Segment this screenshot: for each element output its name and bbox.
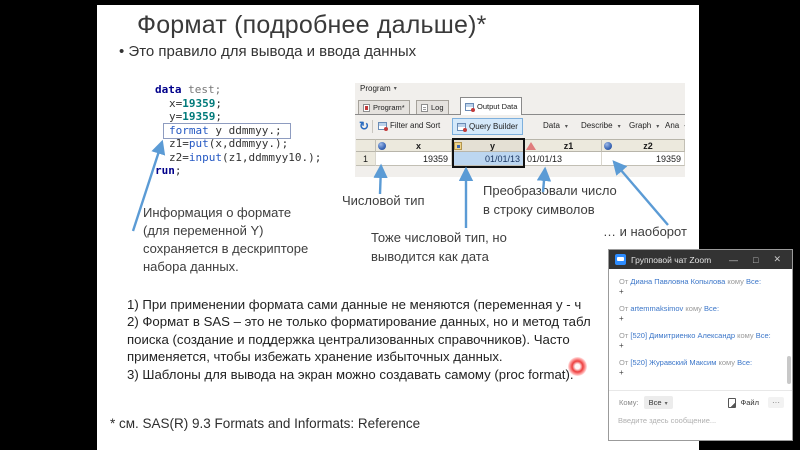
code-line: y=19359; <box>169 110 222 123</box>
chat-message: От [520] Журавский Максим кому Все: + <box>619 358 753 377</box>
chevron-down-icon <box>616 121 621 130</box>
code-line: x=19359; <box>169 96 222 110</box>
to-label: Кому: <box>619 398 639 407</box>
toolbar-separator <box>372 120 373 133</box>
numeric-column-icon <box>378 141 386 150</box>
file-icon <box>727 397 736 408</box>
sas-code-block: data test;x=19359;y=19359;format y ddmmy… <box>155 83 321 178</box>
chevron-down-icon <box>682 121 685 130</box>
program-icon <box>363 103 370 112</box>
code-line: data test; <box>155 83 222 96</box>
chevron-down-icon <box>563 121 568 130</box>
filter-and-sort-button[interactable]: Filter and Sort <box>378 121 440 131</box>
select-all-cell[interactable] <box>356 139 376 152</box>
chat-titlebar[interactable]: Групповой чат Zoom — □ ✕ <box>609 250 792 269</box>
program-window-title[interactable]: Program <box>360 84 397 93</box>
sas-toolbar: ↻ Filter and Sort Query Builder Data Des… <box>355 116 685 137</box>
character-column-icon <box>526 141 536 150</box>
refresh-icon[interactable]: ↻ <box>359 119 370 133</box>
zoom-chat-window: Групповой чат Zoom — □ ✕ От Диана Павлов… <box>608 249 793 441</box>
page-title: Формат (подробнее дальше)* <box>137 11 487 39</box>
annotation-vice-versa: … и наоборот <box>603 224 687 239</box>
format-highlight-box <box>163 123 291 139</box>
maximize-button[interactable]: □ <box>753 254 759 265</box>
scrollbar-thumb[interactable] <box>787 356 791 384</box>
minimize-button[interactable]: — <box>729 254 739 265</box>
note-line: 1) При применении формата сами данные не… <box>127 297 582 312</box>
cell-y-value-selected[interactable]: 01/01/13 <box>452 152 524 166</box>
menu-describe[interactable]: Describe <box>581 121 621 130</box>
chat-message: От artemmaksimov кому Все: + <box>619 304 720 323</box>
footnote: * см. SAS(R) 9.3 Formats and Informats: … <box>110 416 421 431</box>
chat-footer: Кому: Все Файл ··· <box>609 390 792 425</box>
date-column-icon <box>454 141 462 150</box>
chat-bubble-icon <box>615 254 626 265</box>
chevron-down-icon <box>654 121 659 130</box>
notes-block: 1) При применении формата сами данные не… <box>127 296 591 383</box>
column-header-z2[interactable]: z2 <box>602 139 685 152</box>
chat-message: От Диана Павловна Копылова кому Все: + <box>619 277 762 296</box>
filter-icon <box>378 121 388 131</box>
numeric-column-icon <box>604 141 612 150</box>
column-header-z1[interactable]: z1 <box>524 139 602 152</box>
query-builder-button[interactable]: Query Builder <box>452 118 523 135</box>
presentation-slide: Формат (подробнее дальше)* • Это правило… <box>97 5 699 450</box>
recipient-dropdown[interactable]: Все <box>643 396 673 409</box>
chat-message-input[interactable] <box>618 416 783 425</box>
code-line: z1=put(x,ddmmyy.); <box>169 137 289 150</box>
cell-z1-value[interactable]: 01/01/13 <box>524 152 602 166</box>
cell-x-value[interactable]: 19359 <box>376 152 452 166</box>
cell-z2-value[interactable]: 19359 <box>602 152 685 166</box>
column-header-x[interactable]: x <box>376 139 452 152</box>
note-line: 3) Шаблоны для вывода на экран можно соз… <box>127 366 574 382</box>
chat-message-list[interactable]: От Диана Павловна Копылова кому Все: + О… <box>609 269 792 390</box>
tab-program[interactable]: Program* <box>358 100 410 114</box>
annotation-also-numeric: Тоже числовой тип, но выводится как дата <box>371 230 507 264</box>
note-line: поиска (создание и поддержка централизов… <box>127 331 570 347</box>
file-button[interactable]: Файл <box>740 398 759 407</box>
code-line: z2=input(z1,ddmmyy10.); <box>169 150 322 164</box>
annotation-converted: Преобразовали число в строку символов <box>483 183 617 217</box>
row-header-1[interactable]: 1 <box>356 152 376 166</box>
note-line: применяется, чтобы избежать хранение изб… <box>127 349 503 365</box>
chevron-down-icon <box>665 398 668 407</box>
annotation-format-info: Информация о формате (для переменной Y) … <box>143 205 309 274</box>
menu-graph[interactable]: Graph <box>629 121 659 130</box>
chat-window-title: Групповой чат Zoom <box>631 254 712 265</box>
output-data-icon <box>465 102 475 112</box>
more-options-button[interactable]: ··· <box>768 397 784 408</box>
column-header-y[interactable]: y <box>452 139 524 152</box>
menu-data[interactable]: Data <box>543 121 568 130</box>
tab-output-data[interactable]: Output Data <box>460 97 523 115</box>
note-line: 2) Формат в SAS – это не только форматир… <box>127 314 591 330</box>
query-builder-icon <box>457 122 467 132</box>
code-line-format: format y ddmmyy.; <box>169 123 282 137</box>
subtitle-bullet: • Это правило для вывода и ввода данных <box>119 43 417 60</box>
chat-message: От [520] Димитриенко Александр кому Все:… <box>619 331 771 350</box>
code-line: run; <box>155 164 182 177</box>
menu-analyze[interactable]: Ana <box>665 121 685 130</box>
tab-log[interactable]: Log <box>416 100 449 114</box>
annotation-numeric-type: Числовой тип <box>342 193 425 208</box>
close-button[interactable]: ✕ <box>773 254 781 264</box>
sas-eg-panel: Program Program* Log Output Data ↻ Filte… <box>355 83 685 177</box>
log-icon <box>421 103 428 112</box>
laser-pointer-dot <box>568 357 587 376</box>
